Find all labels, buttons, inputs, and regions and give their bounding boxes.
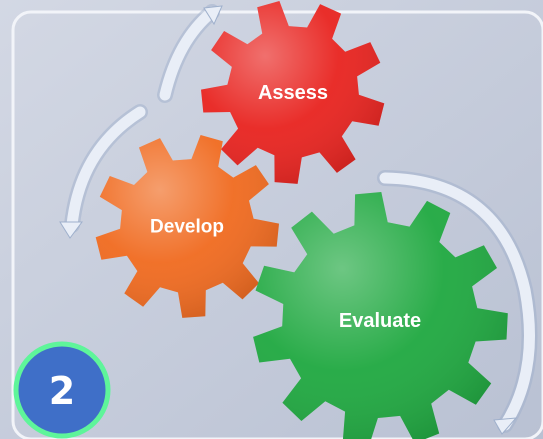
cycle-arrows <box>59 4 538 435</box>
arrow-head-right <box>493 417 518 435</box>
gear-evaluate-label: Evaluate <box>339 310 421 332</box>
gear-assess-shine <box>201 1 385 184</box>
step-number-badge: 2 <box>13 341 111 439</box>
arrow-left <box>66 106 146 231</box>
arrow-head-top <box>203 5 223 26</box>
gear-develop: Develop <box>95 135 279 318</box>
arrow-top-left <box>159 6 218 101</box>
badge-circle <box>13 341 111 439</box>
gear-develop-label: Develop <box>150 217 224 238</box>
arrow-right <box>379 172 535 431</box>
gear-assess: Assess <box>201 1 385 184</box>
gear-develop-shine <box>95 135 279 318</box>
gear-evaluate-shine <box>253 192 508 439</box>
arrow-head-left <box>59 221 83 239</box>
gear-assess-label: Assess <box>258 82 328 104</box>
gear-evaluate: Evaluate <box>253 192 508 439</box>
badge-number: 2 <box>49 369 75 413</box>
